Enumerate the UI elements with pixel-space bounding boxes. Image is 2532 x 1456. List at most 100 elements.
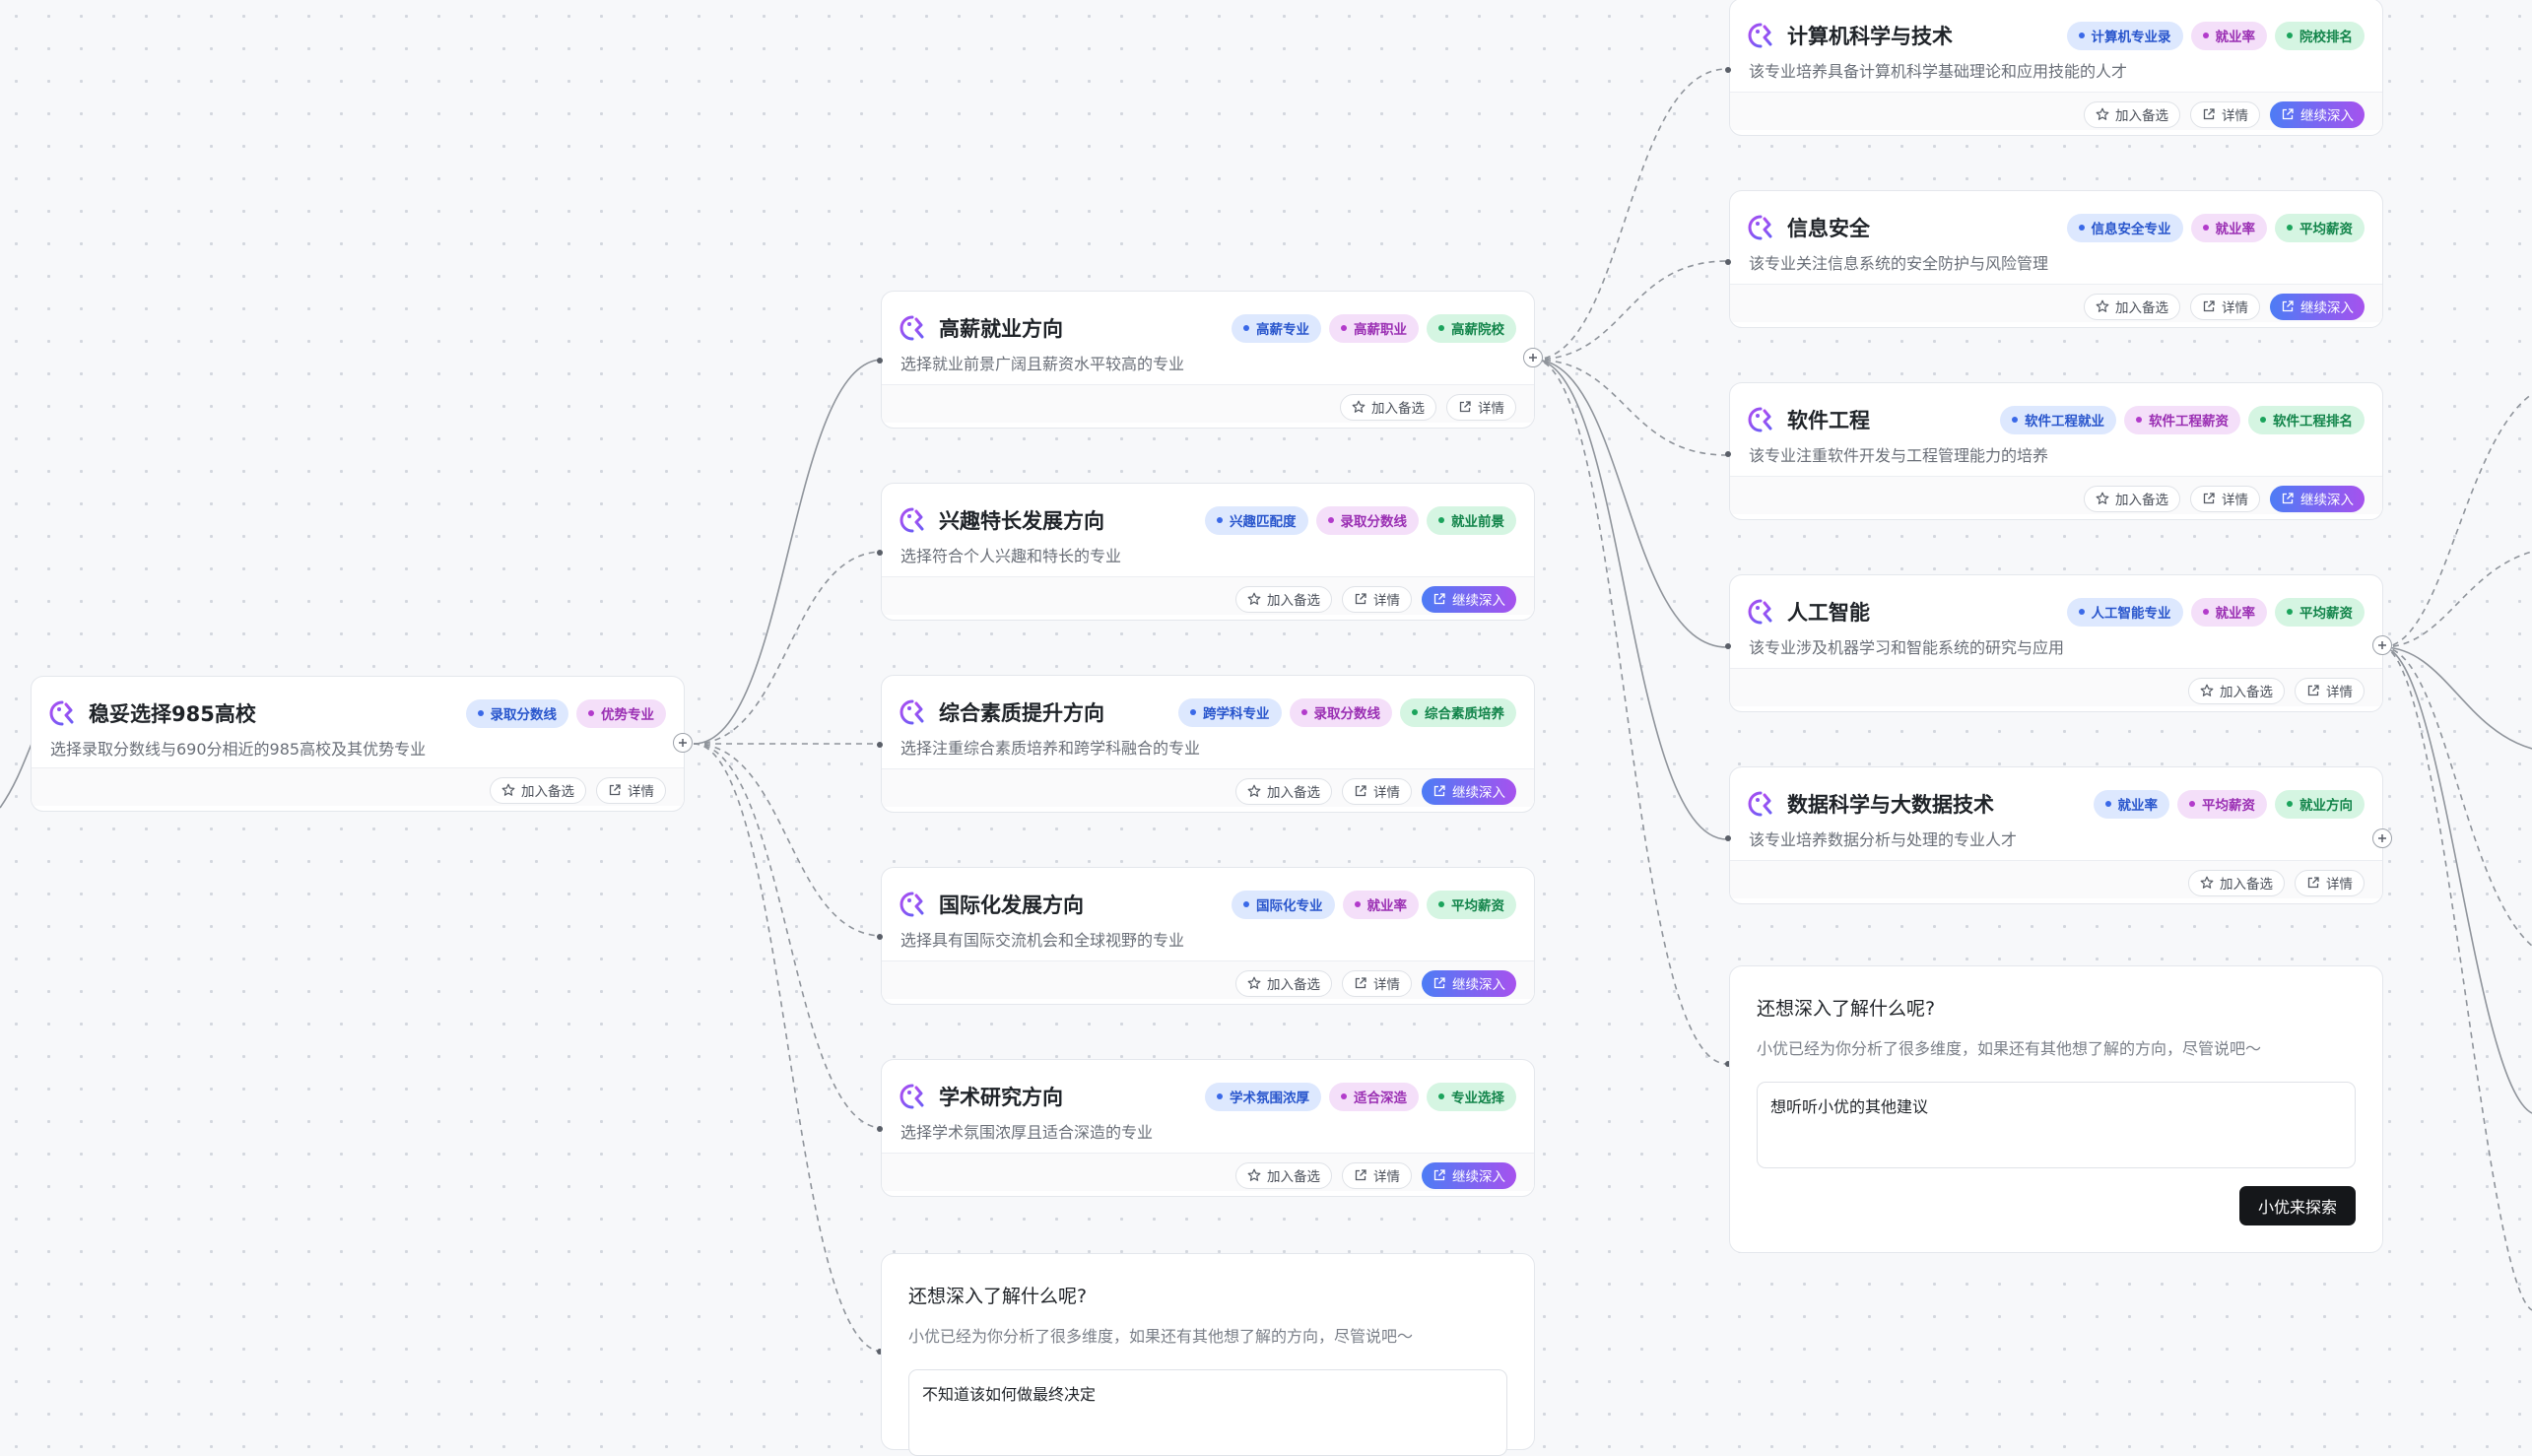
node-description: 该专业关注信息系统的安全防护与风险管理 xyxy=(1749,254,2049,273)
majors-node-card: 计算机科学与技术计算机专业录就业率院校排名该专业培养具备计算机科学基础理论和应用… xyxy=(1729,0,2383,136)
star-icon xyxy=(501,783,515,796)
continue-deeper-button[interactable]: 继续深入 xyxy=(2270,485,2365,512)
brand-logo-icon xyxy=(900,892,924,917)
ask-title: 还想深入了解什么呢? xyxy=(908,1286,1088,1307)
node-title: 人工智能 xyxy=(1787,601,1870,625)
detail-button[interactable]: 详情 xyxy=(1342,585,1412,613)
tag[interactable]: 软件工程薪资 xyxy=(2124,405,2240,434)
tag-list: 就业率平均薪资就业方向 xyxy=(2093,789,2365,819)
add-to-shortlist-button[interactable]: 加入备选 xyxy=(2188,677,2285,704)
continue-deeper-button[interactable]: 继续深入 xyxy=(2270,293,2365,320)
tag[interactable]: 就业率 xyxy=(2190,21,2267,50)
add-to-shortlist-button[interactable]: 加入备选 xyxy=(2188,869,2285,896)
tag[interactable]: 国际化专业 xyxy=(1232,890,1335,919)
external-link-icon xyxy=(1355,785,1366,797)
continue-deeper-button[interactable]: 继续深入 xyxy=(2270,100,2365,128)
continue-deeper-button[interactable]: 继续深入 xyxy=(1422,777,1516,805)
add-to-shortlist-button[interactable]: 加入备选 xyxy=(1235,969,1332,997)
node-description: 选择录取分数线与690分相近的985高校及其优势专业 xyxy=(50,740,427,759)
tag[interactable]: 软件工程就业 xyxy=(2000,405,2116,434)
node-description: 该专业培养具备计算机科学基础理论和应用技能的人才 xyxy=(1749,62,2128,81)
expand-handle[interactable] xyxy=(1523,348,1543,367)
detail-button[interactable]: 详情 xyxy=(2295,869,2365,896)
node-title: 综合素质提升方向 xyxy=(939,701,1104,725)
node-title: 学术研究方向 xyxy=(939,1086,1063,1109)
tag[interactable]: 录取分数线 xyxy=(1289,697,1392,727)
tag[interactable]: 录取分数线 xyxy=(1315,505,1419,535)
add-to-shortlist-button[interactable]: 加入备选 xyxy=(1235,1161,1332,1189)
detail-button[interactable]: 详情 xyxy=(2190,293,2260,320)
expand-handle[interactable] xyxy=(2372,635,2392,655)
tag[interactable]: 信息安全专业 xyxy=(2066,213,2183,242)
detail-button[interactable]: 详情 xyxy=(1342,1161,1412,1189)
brand-logo-icon xyxy=(900,1084,924,1109)
add-to-shortlist-button[interactable]: 加入备选 xyxy=(490,776,586,804)
ask-input[interactable]: 不知道该如何做最终决定 xyxy=(908,1369,1507,1456)
add-to-shortlist-button[interactable]: 加入备选 xyxy=(2084,485,2180,512)
tag[interactable]: 就业率 xyxy=(2190,597,2267,627)
tag[interactable]: 就业率 xyxy=(1342,890,1419,919)
tag[interactable]: 录取分数线 xyxy=(465,698,568,728)
tag[interactable]: 就业前景 xyxy=(1427,505,1516,535)
tag[interactable]: 计算机专业录 xyxy=(2066,21,2183,50)
continue-deeper-button[interactable]: 继续深入 xyxy=(1422,1161,1516,1189)
expand-handle[interactable] xyxy=(2372,828,2392,848)
detail-button[interactable]: 详情 xyxy=(2190,485,2260,512)
detail-button[interactable]: 详情 xyxy=(2190,100,2260,128)
tag[interactable]: 平均薪资 xyxy=(2275,597,2365,627)
tag-list: 人工智能专业就业率平均薪资 xyxy=(2066,597,2365,627)
add-to-shortlist-button[interactable]: 加入备选 xyxy=(1235,777,1332,805)
tag[interactable]: 就业率 xyxy=(2190,213,2267,242)
card-actions: 加入备选详情 xyxy=(882,384,1534,423)
detail-button[interactable]: 详情 xyxy=(1342,969,1412,997)
tag[interactable]: 综合素质培养 xyxy=(1400,697,1516,727)
tag[interactable]: 平均薪资 xyxy=(2275,213,2365,242)
ask-subtitle: 小优已经为你分析了很多维度，如果还有其他想了解的方向，尽管说吧～ xyxy=(908,1327,1414,1346)
detail-button[interactable]: 详情 xyxy=(2295,677,2365,704)
detail-button[interactable]: 详情 xyxy=(596,776,666,804)
tag[interactable]: 兴趣匹配度 xyxy=(1205,505,1308,535)
tag[interactable]: 跨学科专业 xyxy=(1178,697,1282,727)
tag[interactable]: 学术氛围浓厚 xyxy=(1205,1082,1321,1111)
connector-dot xyxy=(1725,451,1731,457)
explore-submit-button[interactable]: 小优来探索 xyxy=(2238,1186,2356,1225)
ask-input[interactable]: 想听听小优的其他建议 xyxy=(1757,1082,2356,1168)
tag[interactable]: 就业方向 xyxy=(2275,789,2365,819)
directions-node-card: 兴趣特长发展方向兴趣匹配度录取分数线就业前景选择符合个人兴趣和特长的专业加入备选… xyxy=(881,483,1535,621)
expand-handle[interactable] xyxy=(673,733,693,753)
brand-logo-icon xyxy=(900,315,924,341)
brand-logo-icon xyxy=(1748,599,1772,625)
continue-deeper-button[interactable]: 继续深入 xyxy=(1422,969,1516,997)
star-icon xyxy=(2096,492,2109,504)
add-to-shortlist-button[interactable]: 加入备选 xyxy=(2084,100,2180,128)
tag[interactable]: 就业率 xyxy=(2093,789,2169,819)
tag[interactable]: 适合深造 xyxy=(1329,1082,1419,1111)
tag[interactable]: 院校排名 xyxy=(2275,21,2365,50)
node-title: 兴趣特长发展方向 xyxy=(939,509,1104,533)
add-to-shortlist-button[interactable]: 加入备选 xyxy=(2084,293,2180,320)
tag[interactable]: 高薪职业 xyxy=(1329,313,1419,343)
tag-list: 跨学科专业录取分数线综合素质培养 xyxy=(1178,697,1516,727)
tag[interactable]: 人工智能专业 xyxy=(2066,597,2183,627)
card-actions: 加入备选详情继续深入 xyxy=(1730,284,2382,322)
tag[interactable]: 软件工程排名 xyxy=(2248,405,2365,434)
star-icon xyxy=(1247,1168,1261,1181)
tag[interactable]: 平均薪资 xyxy=(2177,789,2267,819)
node-title: 高薪就业方向 xyxy=(939,317,1063,341)
majors-node-card: 人工智能人工智能专业就业率平均薪资该专业涉及机器学习和智能系统的研究与应用加入备… xyxy=(1729,574,2383,712)
card-actions: 加入备选详情继续深入 xyxy=(882,768,1534,807)
tag[interactable]: 优势专业 xyxy=(576,698,666,728)
add-to-shortlist-button[interactable]: 加入备选 xyxy=(1340,393,1436,421)
continue-deeper-button[interactable]: 继续深入 xyxy=(1422,585,1516,613)
tag-list: 高薪专业高薪职业高薪院校 xyxy=(1232,313,1516,343)
tag[interactable]: 高薪专业 xyxy=(1232,313,1321,343)
add-to-shortlist-button[interactable]: 加入备选 xyxy=(1235,585,1332,613)
tag[interactable]: 专业选择 xyxy=(1427,1082,1516,1111)
tag[interactable]: 平均薪资 xyxy=(1427,890,1516,919)
tag[interactable]: 高薪院校 xyxy=(1427,313,1516,343)
majors-node-card: 软件工程软件工程就业软件工程薪资软件工程排名该专业注重软件开发与工程管理能力的培… xyxy=(1729,382,2383,520)
detail-button[interactable]: 详情 xyxy=(1446,393,1516,421)
card-actions: 加入备选详情 xyxy=(1730,860,2382,898)
connector-dot xyxy=(1725,643,1731,649)
detail-button[interactable]: 详情 xyxy=(1342,777,1412,805)
